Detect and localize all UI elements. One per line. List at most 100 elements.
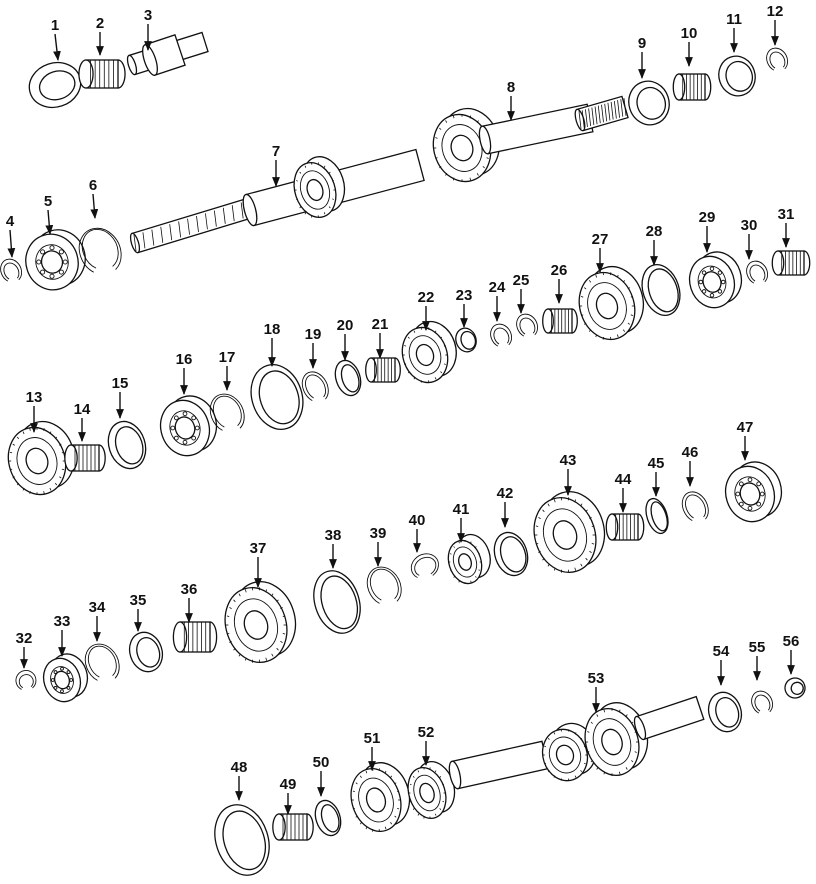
callout-number: 18 <box>264 321 281 338</box>
callout-number: 9 <box>638 35 646 52</box>
callout-49: 49 <box>280 776 297 815</box>
part-17 <box>209 393 245 431</box>
callout-number: 1 <box>51 17 59 34</box>
callout-number: 48 <box>231 759 248 776</box>
callout-29: 29 <box>699 209 716 253</box>
part-23 <box>455 327 477 353</box>
part-14 <box>64 444 106 472</box>
callout-number: 49 <box>280 776 297 793</box>
callout-number: 21 <box>372 316 389 333</box>
callout-22: 22 <box>418 289 435 331</box>
part-45 <box>645 497 669 535</box>
callout-number: 25 <box>513 272 530 289</box>
callout-number: 45 <box>648 455 665 472</box>
callout-number: 4 <box>6 213 15 230</box>
part-49 <box>272 813 314 841</box>
callout-26: 26 <box>551 262 567 304</box>
part-38 <box>313 570 361 634</box>
callout-55: 55 <box>749 639 765 681</box>
callout-51: 51 <box>364 730 380 771</box>
callout-2: 2 <box>96 15 104 56</box>
callout-number: 20 <box>337 317 354 334</box>
callout-56: 56 <box>783 633 800 675</box>
callout-48: 48 <box>231 759 248 801</box>
callout-16: 16 <box>176 351 192 395</box>
callout-38: 38 <box>325 527 341 569</box>
part-56 <box>784 677 806 699</box>
part-4 <box>0 258 23 282</box>
part-53 <box>448 695 705 790</box>
callout-7: 7 <box>272 143 280 187</box>
callout-54: 54 <box>713 643 730 686</box>
callout-3: 3 <box>144 7 152 51</box>
part-36 <box>172 621 218 653</box>
callout-12: 12 <box>767 3 784 46</box>
callout-19: 19 <box>305 326 322 369</box>
part-19 <box>301 371 329 402</box>
part-50 <box>314 799 342 837</box>
part-44 <box>605 513 645 541</box>
callout-number: 50 <box>313 754 330 771</box>
callout-number: 46 <box>682 444 699 461</box>
callout-42: 42 <box>497 485 513 528</box>
callout-number: 17 <box>219 349 236 366</box>
callout-25: 25 <box>513 272 530 314</box>
callout-52: 52 <box>418 724 434 766</box>
part-43 <box>533 491 606 573</box>
part-46 <box>681 491 709 522</box>
leader-arrow <box>7 229 16 258</box>
part-9 <box>628 80 670 126</box>
callout-number: 15 <box>112 375 129 392</box>
callout-number: 28 <box>646 223 663 240</box>
callout-number: 32 <box>16 630 33 647</box>
part-29 <box>688 251 743 309</box>
callout-8: 8 <box>507 79 515 121</box>
callout-46: 46 <box>682 444 699 487</box>
callout-number: 54 <box>713 643 730 660</box>
part-33 <box>42 653 89 703</box>
callout-number: 29 <box>699 209 716 226</box>
callout-number: 30 <box>741 217 758 234</box>
callout-35: 35 <box>130 592 146 632</box>
callout-36: 36 <box>181 581 198 623</box>
callout-17: 17 <box>219 349 236 391</box>
part-31 <box>771 250 811 276</box>
callout-number: 22 <box>418 289 435 306</box>
callout-number: 36 <box>181 581 198 598</box>
callout-41: 41 <box>453 501 470 543</box>
callout-24: 24 <box>489 279 506 322</box>
callout-number: 3 <box>144 7 152 24</box>
part-6 <box>78 227 122 273</box>
callout-number: 19 <box>305 326 322 343</box>
callout-21: 21 <box>372 316 389 359</box>
callout-number: 41 <box>453 501 470 518</box>
leader-arrow <box>53 33 61 61</box>
part-42 <box>493 531 529 577</box>
callout-10: 10 <box>681 25 698 67</box>
part-15 <box>107 420 147 470</box>
part-22 <box>401 320 457 384</box>
callout-number: 34 <box>89 599 106 616</box>
callout-number: 44 <box>615 471 632 488</box>
callout-18: 18 <box>264 321 281 367</box>
part-39 <box>366 566 402 604</box>
callout-20: 20 <box>337 317 354 361</box>
part-41 <box>447 533 491 585</box>
callout-number: 33 <box>54 613 71 630</box>
callout-number: 43 <box>560 452 577 469</box>
part-30 <box>746 260 769 284</box>
callout-number: 7 <box>272 143 280 160</box>
callout-number: 12 <box>767 3 784 20</box>
leader-arrow <box>90 193 99 219</box>
part-40 <box>410 553 439 578</box>
callout-number: 10 <box>681 25 698 42</box>
part-24 <box>490 323 513 347</box>
part-35 <box>128 631 164 673</box>
callout-number: 11 <box>726 11 742 28</box>
parts-layer <box>0 31 811 876</box>
callout-number: 23 <box>456 287 473 304</box>
callout-number: 56 <box>783 633 800 650</box>
callout-30: 30 <box>741 217 758 260</box>
callout-33: 33 <box>54 613 71 657</box>
